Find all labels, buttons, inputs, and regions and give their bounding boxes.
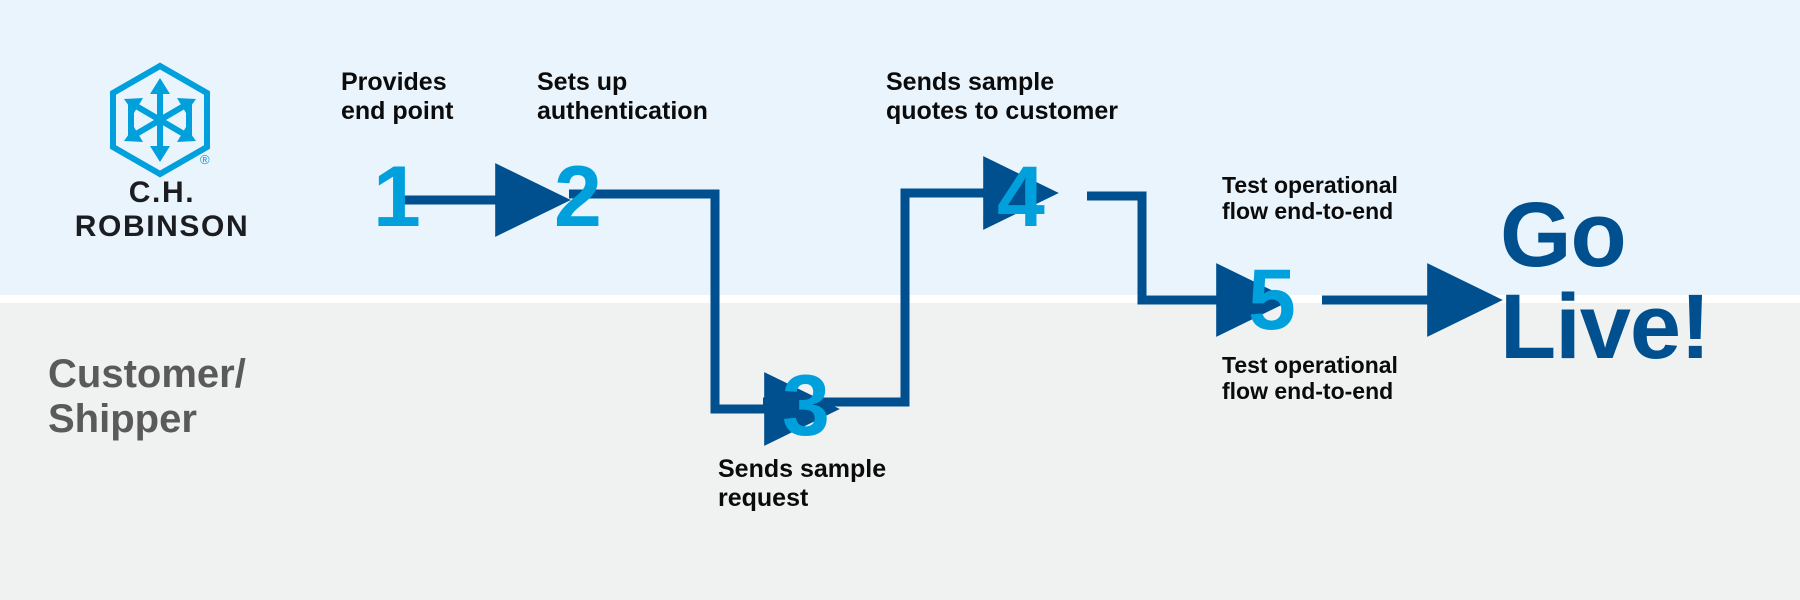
step-1-number: 1 — [373, 149, 421, 245]
lane-divider — [0, 295, 1800, 303]
connector-step2-to-step3 — [569, 189, 840, 446]
step-5-caption-below: Test operational flow end-to-end — [1222, 352, 1398, 405]
step-4-caption: Sends sample quotes to customer — [886, 68, 1118, 125]
lane-band-customer — [0, 303, 1800, 600]
connector-step3-to-step4 — [763, 156, 1059, 407]
step-1-caption: Provides end point — [341, 68, 454, 125]
step-5-caption-above: Test operational flow end-to-end — [1222, 172, 1398, 225]
lane-label-customer-shipper: Customer/ Shipper — [48, 352, 246, 441]
registered-trademark-mark: ® — [200, 152, 210, 167]
step-3-number: 3 — [782, 358, 830, 454]
step-5-number: 5 — [1248, 252, 1296, 348]
brand-name-label: C.H. ROBINSON — [74, 176, 250, 243]
go-live-line1: Go — [1500, 184, 1627, 286]
step-3-caption: Sends sample request — [718, 455, 887, 512]
step-2-number: 2 — [554, 149, 602, 245]
step-4-number: 4 — [997, 149, 1045, 245]
lane-band-chrobinson — [0, 0, 1800, 295]
step-2-caption: Sets up authentication — [537, 68, 708, 125]
connector-step4-to-step5 — [1087, 191, 1292, 337]
go-live-line2: Live! — [1500, 276, 1711, 378]
ch-robinson-hexagon-logo-icon — [100, 60, 220, 180]
